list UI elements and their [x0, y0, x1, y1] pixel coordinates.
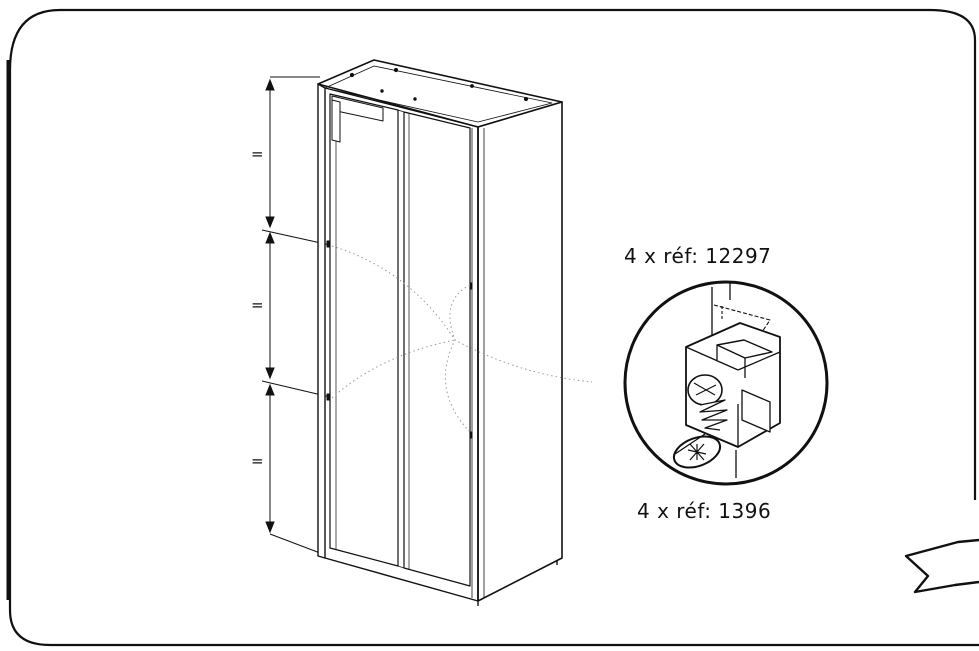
bracket-reference-label: 4 x réf: 12297 [624, 244, 772, 268]
dimension-equal-middle: = [251, 296, 264, 314]
next-page-arrow-icon [904, 538, 979, 594]
page-frame [8, 8, 979, 647]
leader-lines [331, 245, 593, 433]
wardrobe-cabinet-icon [317, 59, 563, 606]
bracket-screw-detail-icon [623, 280, 829, 486]
screw-reference-label: 4 x réf: 1396 [637, 499, 772, 523]
dimension-equal-top: = [251, 145, 264, 163]
dimension-lines [261, 76, 331, 554]
dimension-equal-bottom: = [251, 452, 264, 470]
